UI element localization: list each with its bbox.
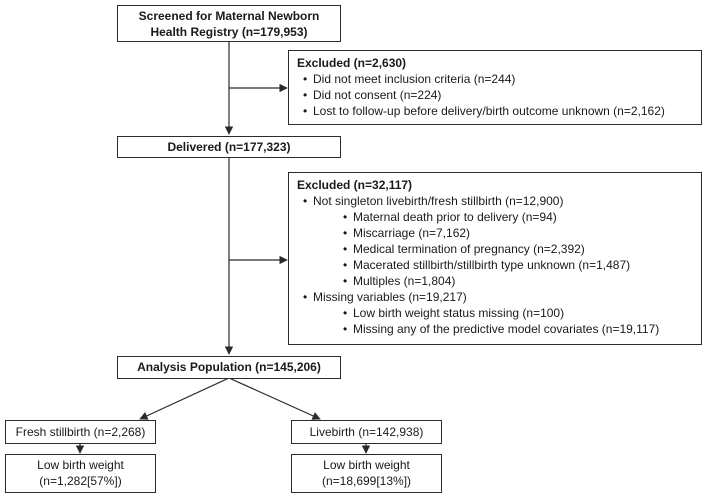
delivered-box: Delivered (n=177,323) <box>117 136 341 158</box>
excluded2-group1-label: Not singleton livebirth/fresh stillbirth… <box>297 193 693 209</box>
lbw-livebirth-line2: (n=18,699[13%]) <box>321 474 412 488</box>
list-item: Low birth weight status missing (n=100) <box>297 305 693 321</box>
list-item: Macerated stillbirth/stillbirth type unk… <box>297 257 693 273</box>
lbw-livebirth-box: Low birth weight (n=18,699[13%]) <box>291 454 442 493</box>
excluded2-list: Not singleton livebirth/fresh stillbirth… <box>297 193 693 337</box>
excluded1-list: Did not meet inclusion criteria (n=244) … <box>297 71 693 119</box>
excluded1-title: Excluded (n=2,630) <box>297 56 407 70</box>
list-item: Maternal death prior to delivery (n=94) <box>297 209 693 225</box>
excluded2-title: Excluded (n=32,117) <box>297 178 413 192</box>
connector-analysis-stillbirth <box>139 377 230 420</box>
lbw-stillbirth-box: Low birth weight (n=1,282[57%]) <box>5 454 156 493</box>
analysis-box: Analysis Population (n=145,206) <box>117 356 341 379</box>
list-item: Lost to follow-up before delivery/birth … <box>297 103 693 119</box>
screened-line2: Health Registry (n=179,953) <box>150 25 308 39</box>
screened-line1: Screened for Maternal Newborn <box>138 9 320 23</box>
fresh-stillbirth-box: Fresh stillbirth (n=2,268) <box>5 420 156 444</box>
lbw-stillbirth-line1: Low birth weight <box>37 458 124 472</box>
livebirth-box: Livebirth (n=142,938) <box>291 420 442 444</box>
list-item: Did not meet inclusion criteria (n=244) <box>297 71 693 87</box>
delivered-label: Delivered (n=177,323) <box>167 140 291 154</box>
excluded2-group2-label: Missing variables (n=19,217) <box>297 289 693 305</box>
analysis-label: Analysis Population (n=145,206) <box>137 360 321 374</box>
list-item: Miscarriage (n=7,162) <box>297 225 693 241</box>
connector-analysis-livebirth <box>228 377 321 420</box>
list-item: Medical termination of pregnancy (n=2,39… <box>297 241 693 257</box>
excluded2-box: Excluded (n=32,117) Not singleton livebi… <box>288 172 702 345</box>
list-item: Missing any of the predictive model cova… <box>297 321 693 337</box>
livebirth-label: Livebirth (n=142,938) <box>309 425 424 439</box>
list-item: Did not consent (n=224) <box>297 87 693 103</box>
screened-box: Screened for Maternal Newborn Health Reg… <box>117 5 341 42</box>
fresh-stillbirth-label: Fresh stillbirth (n=2,268) <box>15 425 146 439</box>
excluded1-box: Excluded (n=2,630) Did not meet inclusio… <box>288 50 702 125</box>
list-item: Multiples (n=1,804) <box>297 273 693 289</box>
lbw-stillbirth-line2: (n=1,282[57%]) <box>39 474 122 488</box>
lbw-livebirth-line1: Low birth weight <box>323 458 410 472</box>
